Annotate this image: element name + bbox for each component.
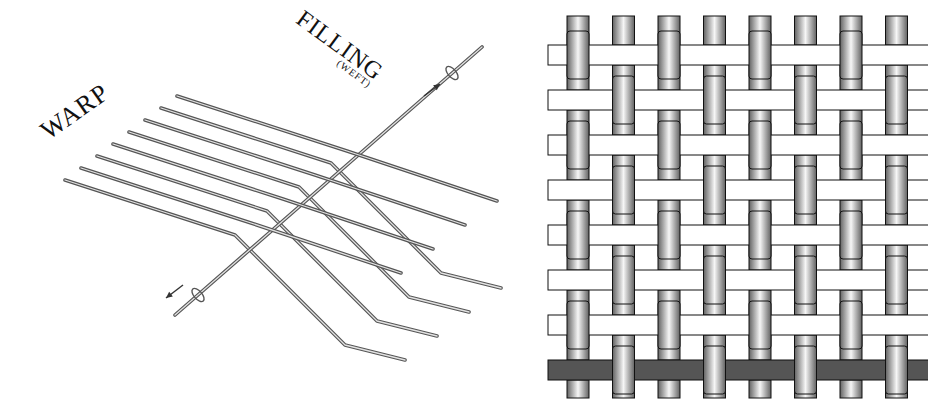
warp-over bbox=[704, 76, 726, 124]
filling-bar bbox=[548, 360, 928, 380]
loom-sketch bbox=[65, 47, 501, 360]
warp-thread bbox=[177, 96, 497, 201]
warp-over bbox=[886, 166, 908, 214]
warp-over bbox=[613, 76, 635, 124]
warp-thread-highlight bbox=[161, 108, 501, 288]
plain-weave-pattern bbox=[548, 16, 928, 398]
filling-bar bbox=[548, 180, 928, 200]
warp-thread-highlight bbox=[129, 132, 469, 312]
warp-over bbox=[567, 31, 589, 79]
warp-over bbox=[840, 211, 862, 259]
arrow-head bbox=[433, 84, 440, 90]
warp-over bbox=[613, 346, 635, 394]
filling-bar bbox=[548, 315, 928, 335]
warp-over bbox=[658, 301, 680, 349]
direction-arrow bbox=[166, 285, 183, 298]
warp-over bbox=[749, 211, 771, 259]
shuttle-loop bbox=[444, 64, 461, 81]
warp-thread-highlight bbox=[65, 180, 405, 360]
warp-thread bbox=[97, 156, 437, 336]
warp-over bbox=[658, 31, 680, 79]
warp-over bbox=[795, 166, 817, 214]
filling-bar bbox=[548, 45, 928, 65]
thread-label: WARP bbox=[36, 79, 113, 144]
filling-bar bbox=[548, 270, 928, 290]
warp-over bbox=[613, 256, 635, 304]
warp-thread-highlight bbox=[177, 96, 497, 201]
warp-over bbox=[658, 121, 680, 169]
warp-under bbox=[567, 380, 589, 398]
warp-over bbox=[749, 31, 771, 79]
warp-under bbox=[840, 380, 862, 398]
warp-under bbox=[795, 16, 817, 45]
warp-under bbox=[749, 380, 771, 398]
warp-over bbox=[704, 346, 726, 394]
warp-over bbox=[886, 256, 908, 304]
warp-over bbox=[886, 346, 908, 394]
warp-under bbox=[658, 380, 680, 398]
filling-bar bbox=[548, 225, 928, 245]
warp-over bbox=[567, 211, 589, 259]
warp-thread bbox=[65, 180, 405, 360]
warp-over bbox=[795, 256, 817, 304]
warp-over bbox=[658, 211, 680, 259]
warp-over bbox=[567, 301, 589, 349]
thread-label: FILLING bbox=[292, 6, 387, 84]
warp-thread bbox=[161, 108, 501, 288]
warp-over bbox=[886, 76, 908, 124]
warp-over bbox=[795, 346, 817, 394]
filling-bar bbox=[548, 90, 928, 110]
arrow-head bbox=[166, 292, 173, 298]
warp-over bbox=[704, 256, 726, 304]
warp-over bbox=[749, 121, 771, 169]
warp-under bbox=[613, 16, 635, 45]
warp-over bbox=[840, 31, 862, 79]
warp-thread-highlight bbox=[97, 156, 437, 336]
direction-arrow bbox=[424, 84, 440, 96]
warp-thread bbox=[129, 132, 469, 312]
warp-under bbox=[886, 16, 908, 45]
warp-over bbox=[840, 121, 862, 169]
warp-over bbox=[840, 301, 862, 349]
shuttle-loop bbox=[190, 286, 207, 303]
warp-under bbox=[704, 16, 726, 45]
warp-over bbox=[613, 166, 635, 214]
warp-over bbox=[567, 121, 589, 169]
filling-bar bbox=[548, 135, 928, 155]
warp-over bbox=[749, 301, 771, 349]
warp-over bbox=[704, 166, 726, 214]
warp-over bbox=[795, 76, 817, 124]
